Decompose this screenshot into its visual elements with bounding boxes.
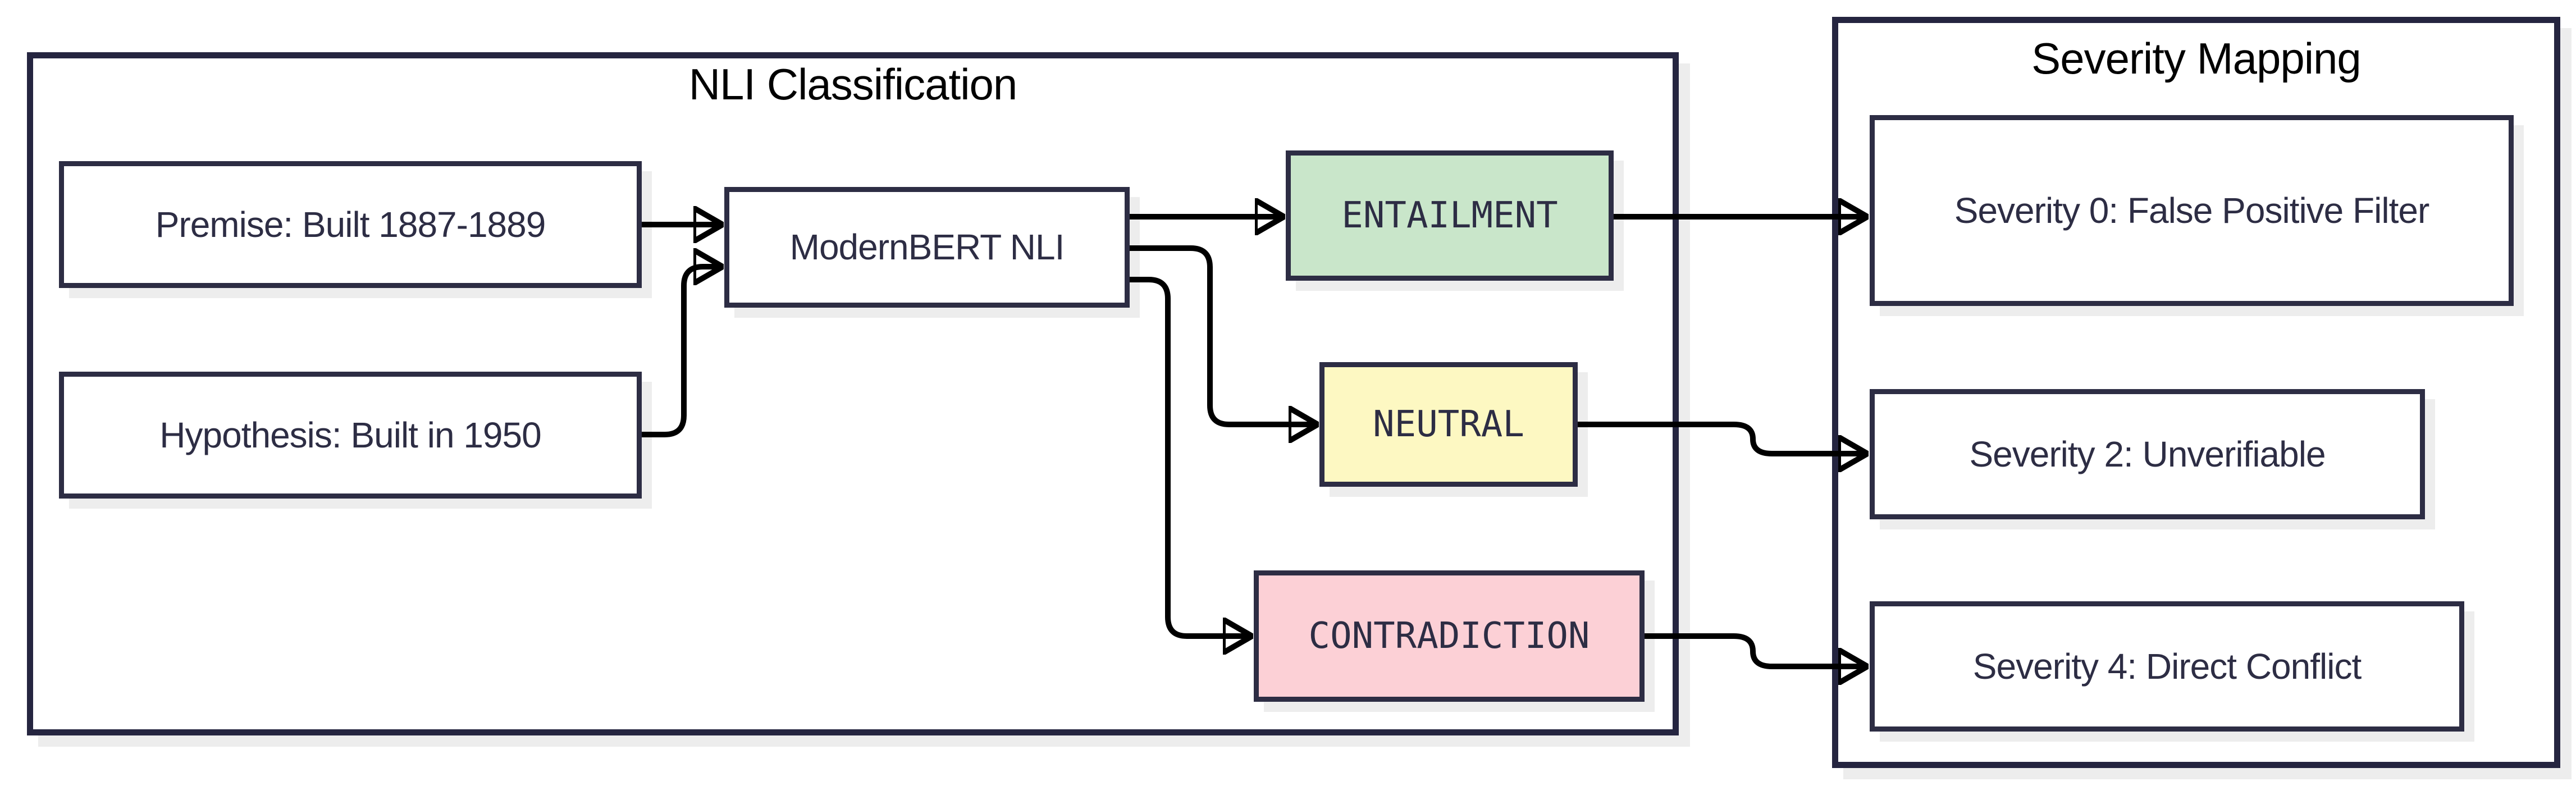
node-neutral-label: NEUTRAL xyxy=(1373,403,1524,445)
node-hypothesis-label: Hypothesis: Built in 1950 xyxy=(159,414,541,455)
node-hypothesis: Hypothesis: Built in 1950 xyxy=(59,372,642,499)
node-severity-4: Severity 4: Direct Conflict xyxy=(1870,601,2464,732)
node-severity-0: Severity 0: False Positive Filter xyxy=(1870,115,2514,306)
node-neutral: NEUTRAL xyxy=(1319,362,1578,487)
node-entailment: ENTAILMENT xyxy=(1286,150,1614,281)
node-modernbert-nli: ModernBERT NLI xyxy=(724,187,1130,308)
node-entailment-label: ENTAILMENT xyxy=(1341,194,1558,236)
group-title-nli-classification: NLI Classification xyxy=(688,60,1018,109)
node-contradiction-label: CONTRADICTION xyxy=(1308,615,1590,657)
node-severity-4-label: Severity 4: Direct Conflict xyxy=(1972,646,2362,687)
node-contradiction: CONTRADICTION xyxy=(1254,570,1645,702)
node-premise: Premise: Built 1887-1889 xyxy=(59,161,642,288)
node-modernbert-nli-label: ModernBERT NLI xyxy=(789,227,1065,268)
node-severity-2-label: Severity 2: Unverifiable xyxy=(1969,433,2326,474)
node-premise-label: Premise: Built 1887-1889 xyxy=(155,204,546,245)
group-title-severity-mapping: Severity Mapping xyxy=(2031,34,2362,83)
node-severity-2: Severity 2: Unverifiable xyxy=(1870,389,2425,519)
node-severity-0-label: Severity 0: False Positive Filter xyxy=(1954,190,2429,231)
